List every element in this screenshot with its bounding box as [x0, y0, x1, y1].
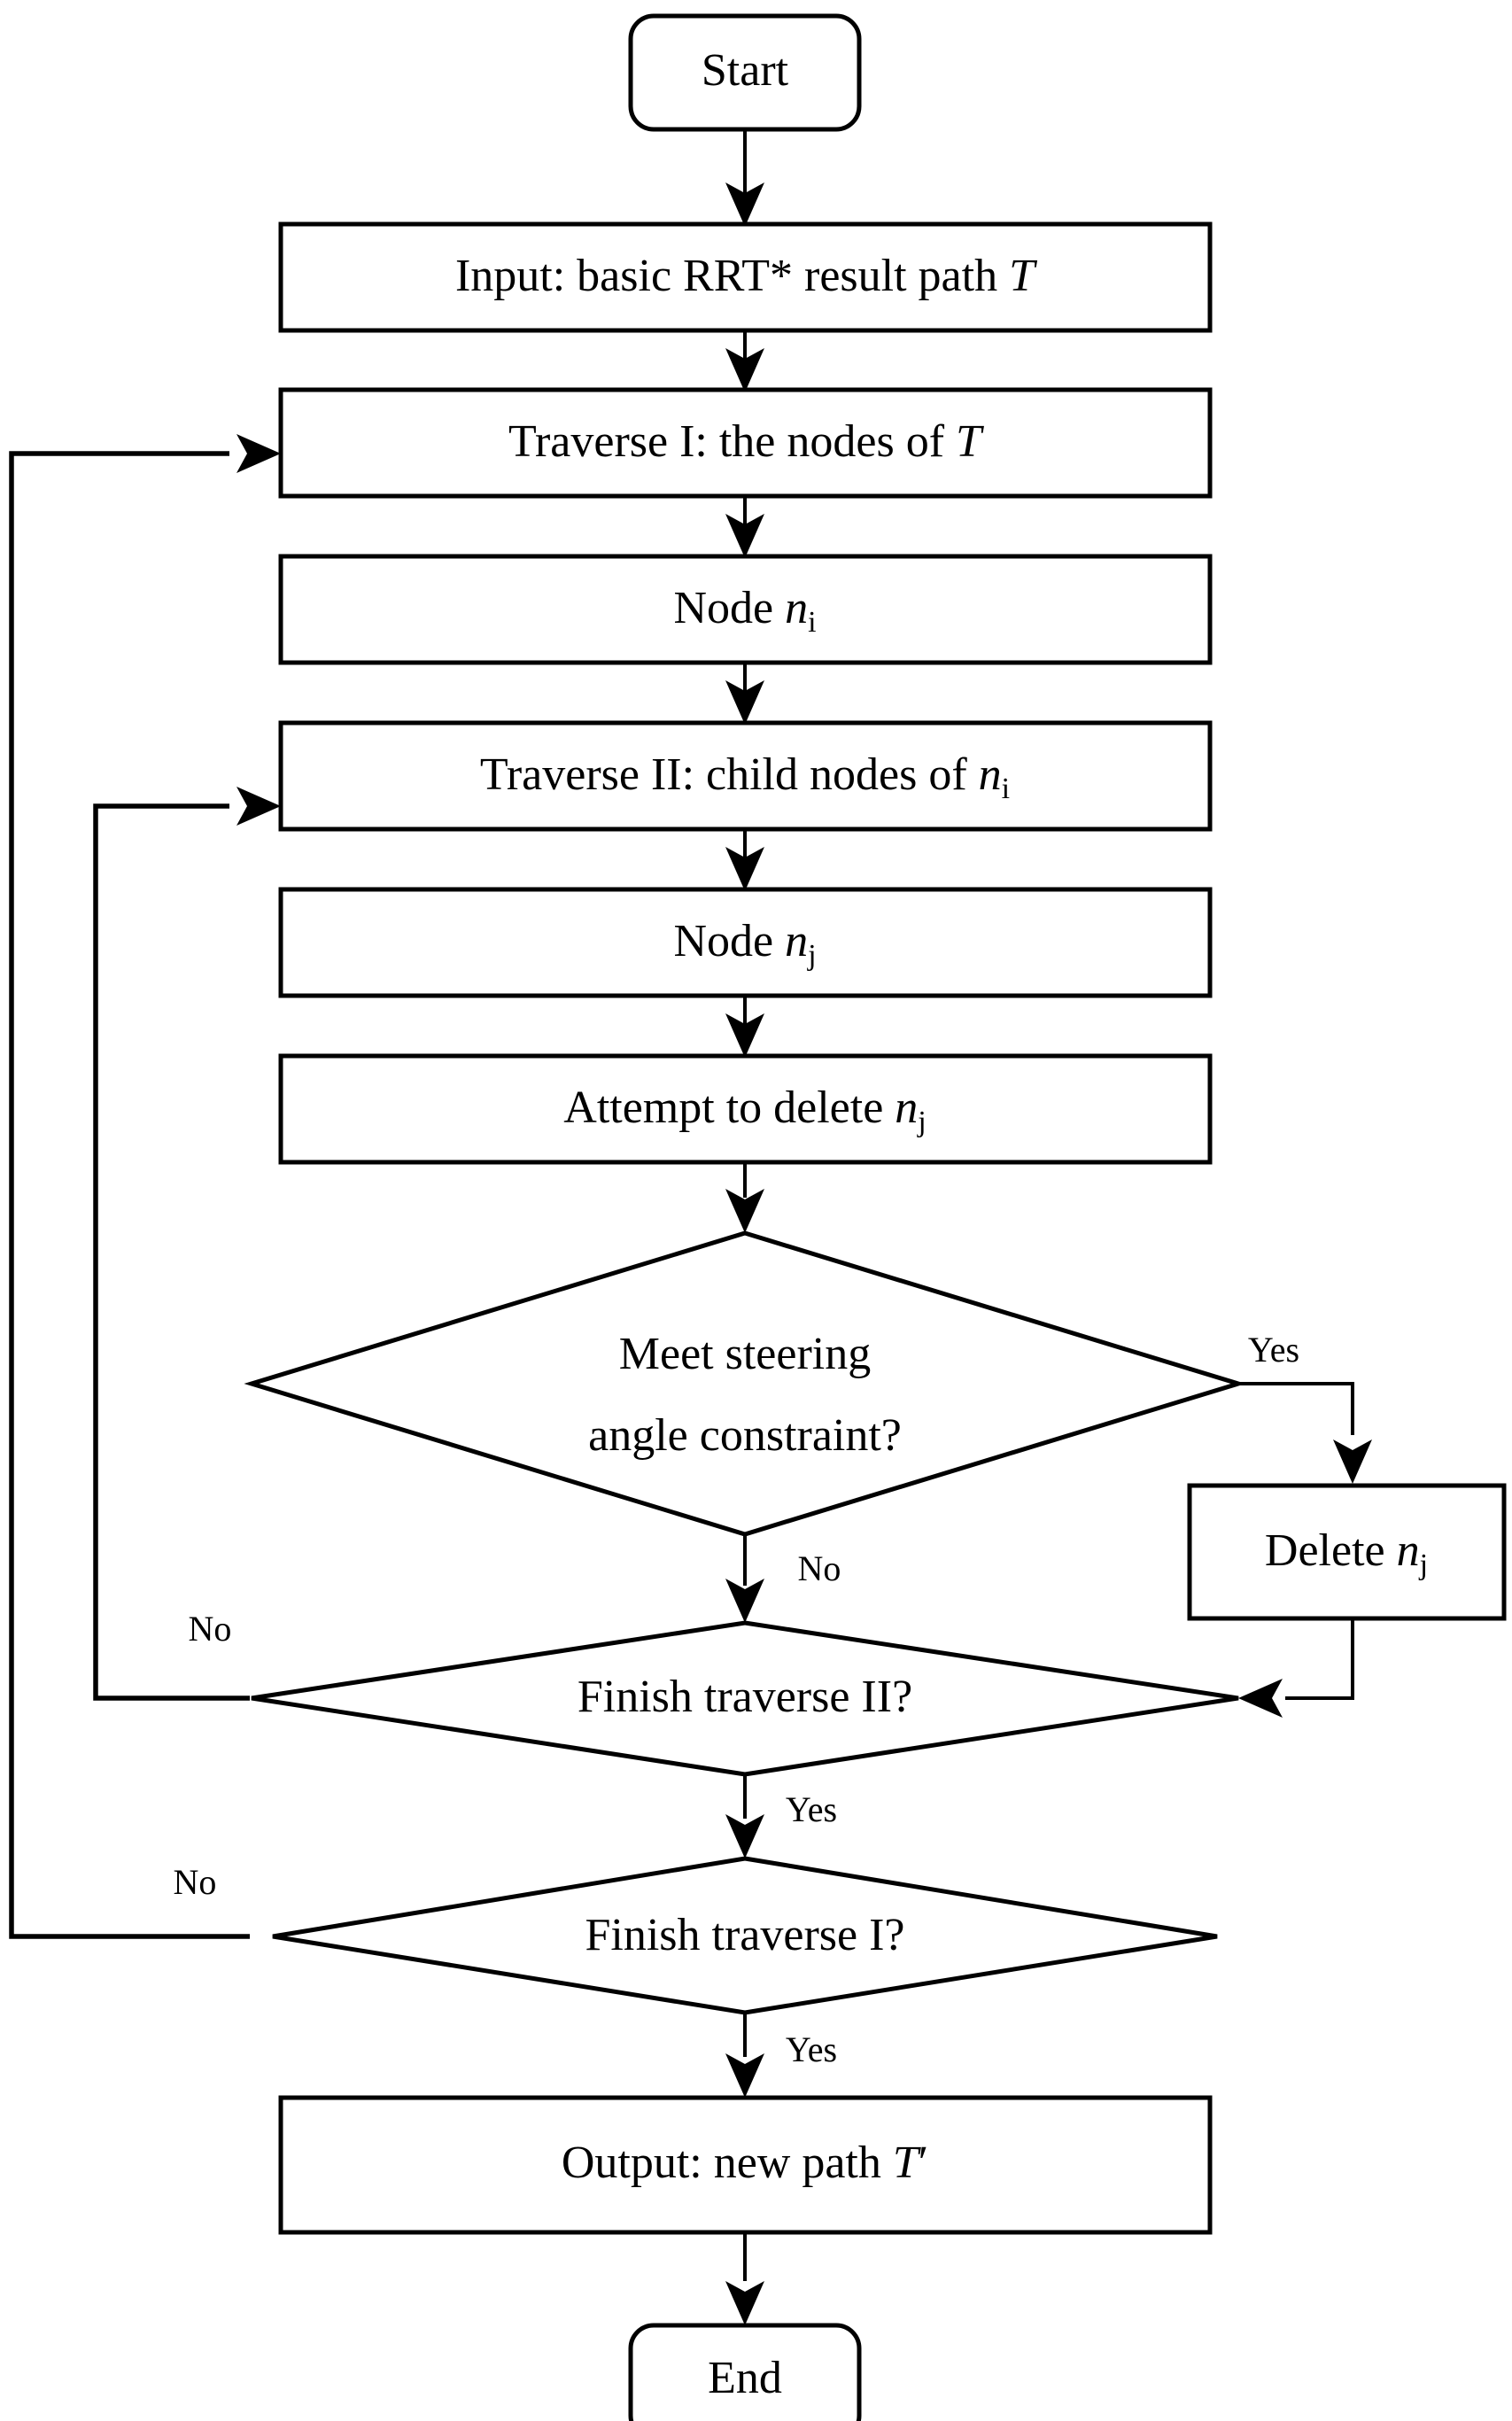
node-output[interactable]: Output: new path T′ [278, 2095, 1213, 2235]
node-steering-decision-line1: Meet steering [619, 1329, 871, 1379]
node-attempt-delete-prefix: Attempt to delete [563, 1082, 895, 1133]
edge-input-to-traverse1 [725, 330, 764, 392]
node-traverse2[interactable]: Traverse II: child nodes of ni [278, 720, 1213, 832]
edge-nodei-to-traverse2 [725, 663, 764, 725]
edge-label-steering-no: No [798, 1548, 841, 1588]
node-traverse1-prefix: Traverse I: the nodes of [508, 416, 956, 467]
node-input-label: Input: basic RRT* result path T [455, 251, 1037, 301]
edge-label-finish2-no: No [189, 1609, 232, 1649]
node-delete-nj-label: Delete nj [1265, 1525, 1428, 1581]
node-finish-traverse1[interactable]: Finish traverse I? [272, 1856, 1218, 2015]
edge-traverse1-to-nodei [725, 496, 764, 558]
node-start[interactable]: Start [628, 13, 862, 132]
node-steering-decision[interactable]: Meet steering angle constraint? [244, 1230, 1246, 1537]
node-finish-traverse2-label: Finish traverse II? [578, 1672, 912, 1722]
node-traverse2-italic: n [979, 749, 1002, 800]
node-start-label: Start [702, 45, 789, 96]
node-node-j[interactable]: Node nj [278, 887, 1213, 998]
node-node-j-prefix: Node [673, 916, 785, 966]
node-traverse1-italic: T [956, 416, 984, 467]
node-finish-traverse2[interactable]: Finish traverse II? [251, 1620, 1239, 1777]
node-finish-traverse1-label: Finish traverse I? [585, 1910, 904, 1960]
node-output-label: Output: new path T′ [562, 2138, 928, 2188]
node-traverse1[interactable]: Traverse I: the nodes of T [278, 387, 1213, 499]
node-traverse2-label: Traverse II: child nodes of ni [480, 749, 1010, 805]
edge-start-to-input [725, 129, 764, 227]
edge-finish2-no-loop [93, 787, 281, 1701]
node-node-j-italic: n [785, 916, 808, 966]
node-node-j-label: Node nj [673, 916, 816, 972]
edge-traverse2-to-nodej [725, 829, 764, 891]
edge-delete-to-finish2 [1238, 1618, 1354, 1718]
edge-label-finish2-yes: Yes [786, 1789, 837, 1829]
edge-finish1-yes-to-output [725, 2013, 764, 2098]
node-end-label: End [708, 2353, 782, 2403]
node-node-j-sub: j [807, 939, 816, 972]
node-input-italic: T [1009, 251, 1037, 301]
node-attempt-delete[interactable]: Attempt to delete nj [278, 1053, 1213, 1165]
edge-label-finish1-yes: Yes [786, 2029, 837, 2069]
node-traverse2-prefix: Traverse II: child nodes of [480, 749, 979, 800]
node-delete-nj-italic: n [1397, 1525, 1420, 1576]
node-node-i-sub: i [808, 606, 816, 639]
edge-finish2-yes-to-finish1 [725, 1774, 764, 1858]
node-node-i[interactable]: Node ni [278, 554, 1213, 665]
node-attempt-delete-label: Attempt to delete nj [563, 1082, 926, 1138]
node-node-i-label: Node ni [673, 583, 816, 639]
node-steering-decision-line2: angle constraint? [588, 1410, 902, 1461]
node-input-prefix: Input: basic RRT* result path [455, 251, 1009, 301]
edge-nodej-to-attempt [725, 996, 764, 1058]
node-delete-nj-sub: j [1419, 1548, 1428, 1581]
node-attempt-delete-sub: j [917, 1106, 926, 1138]
edge-attempt-to-steering [725, 1162, 764, 1233]
node-delete-nj[interactable]: Delete nj [1187, 1483, 1507, 1621]
node-delete-nj-prefix: Delete [1265, 1525, 1397, 1576]
edge-label-steering-yes: Yes [1248, 1330, 1299, 1370]
edge-label-finish1-no: No [174, 1862, 217, 1902]
edge-output-to-end [725, 2232, 764, 2325]
edge-steering-no-to-finish2 [725, 1534, 764, 1623]
node-attempt-delete-italic: n [895, 1082, 918, 1133]
node-input[interactable]: Input: basic RRT* result path T [278, 221, 1213, 333]
node-output-prefix: Output: new path [562, 2138, 893, 2188]
node-output-italic: T [893, 2138, 921, 2188]
node-end[interactable]: End [628, 2323, 862, 2421]
edge-finish1-no-loop [9, 434, 281, 1939]
node-traverse2-sub: i [1002, 772, 1010, 805]
node-traverse1-label: Traverse I: the nodes of T [508, 416, 984, 467]
node-output-suffix: ′ [919, 2138, 928, 2188]
node-node-i-italic: n [785, 583, 808, 633]
edge-steering-yes-to-delete [1238, 1382, 1372, 1484]
node-node-i-prefix: Node [673, 583, 785, 633]
